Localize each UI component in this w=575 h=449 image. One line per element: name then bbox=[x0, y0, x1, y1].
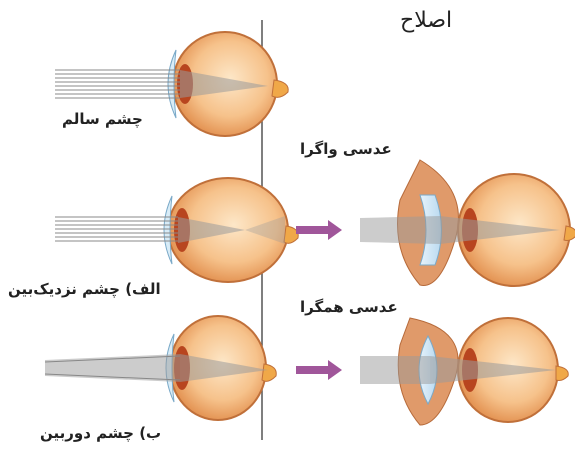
light-rays bbox=[360, 216, 440, 244]
healthy-eye-label: چشم سالم bbox=[62, 110, 143, 128]
hyperopic-eye-label: ب) چشم دوربین bbox=[40, 424, 161, 442]
light-rays bbox=[360, 356, 430, 384]
myopic-eye-figure bbox=[55, 178, 298, 282]
hyperopic-eye-figure bbox=[45, 316, 276, 420]
corrected-hyperopic-eye bbox=[360, 318, 568, 425]
optic-nerve bbox=[564, 226, 575, 241]
corrected-myopic-eye bbox=[360, 160, 575, 286]
myopic-eye-label: الف) چشم نزدیک‌بین bbox=[8, 280, 161, 298]
optic-nerve bbox=[556, 366, 568, 381]
correction-heading: اصلاح bbox=[400, 8, 452, 33]
converging-lens-label: عدسی همگرا bbox=[300, 298, 398, 316]
arrow-right-icon bbox=[296, 360, 342, 380]
diverging-lens-label: عدسی واگرا bbox=[300, 140, 392, 158]
arrow-right-icon bbox=[296, 220, 342, 240]
optic-nerve bbox=[262, 364, 276, 381]
optic-nerve bbox=[272, 80, 288, 97]
